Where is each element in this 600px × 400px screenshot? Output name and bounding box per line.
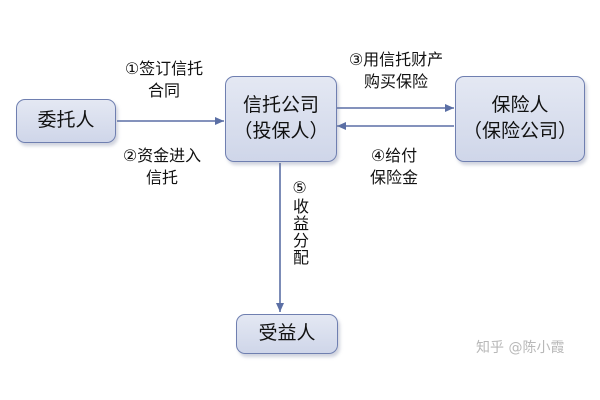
- edge-label-buy-insurance-line1: ③用信托财产: [348, 50, 444, 69]
- edge-label-sign-contract: ①签订信托 合同: [108, 58, 220, 101]
- node-trustor-label: 委托人: [37, 109, 95, 132]
- node-trust-company: 信托公司 （投保人）: [225, 76, 337, 162]
- edge-label-fund-trust-line2: 信托: [145, 167, 178, 187]
- edge-label-fund-trust-line1: ②资金进入: [122, 146, 202, 165]
- edge-label-sign-contract-line2: 合同: [147, 80, 180, 100]
- edge-label-fund-trust: ②资金进入 信托: [106, 145, 218, 188]
- node-trust-company-label: 信托公司: [242, 94, 319, 117]
- node-beneficiary-label: 受益人: [258, 322, 316, 345]
- edge-label-buy-insurance: ③用信托财产 购买保险: [340, 49, 452, 92]
- watermark: 知乎 @陈小霞: [476, 340, 565, 356]
- edge-label-distribute: ⑤收益分配: [290, 178, 309, 266]
- edge-label-pay-insurance-line2: 保险金: [369, 167, 418, 187]
- node-insurer-sublabel: （保险公司）: [462, 120, 577, 142]
- edge-label-pay-insurance-line1: ④给付: [370, 146, 418, 165]
- node-trust-company-sublabel: （投保人）: [233, 120, 329, 142]
- node-insurer: 保险人 （保险公司）: [455, 76, 585, 162]
- edge-label-pay-insurance: ④给付 保险金: [344, 145, 444, 188]
- edge-label-buy-insurance-line2: 购买保险: [363, 71, 428, 91]
- node-beneficiary: 受益人: [236, 314, 338, 354]
- edge-label-sign-contract-line1: ①签订信托: [124, 59, 204, 78]
- node-trustor: 委托人: [16, 99, 116, 143]
- node-insurer-label: 保险人: [491, 94, 549, 117]
